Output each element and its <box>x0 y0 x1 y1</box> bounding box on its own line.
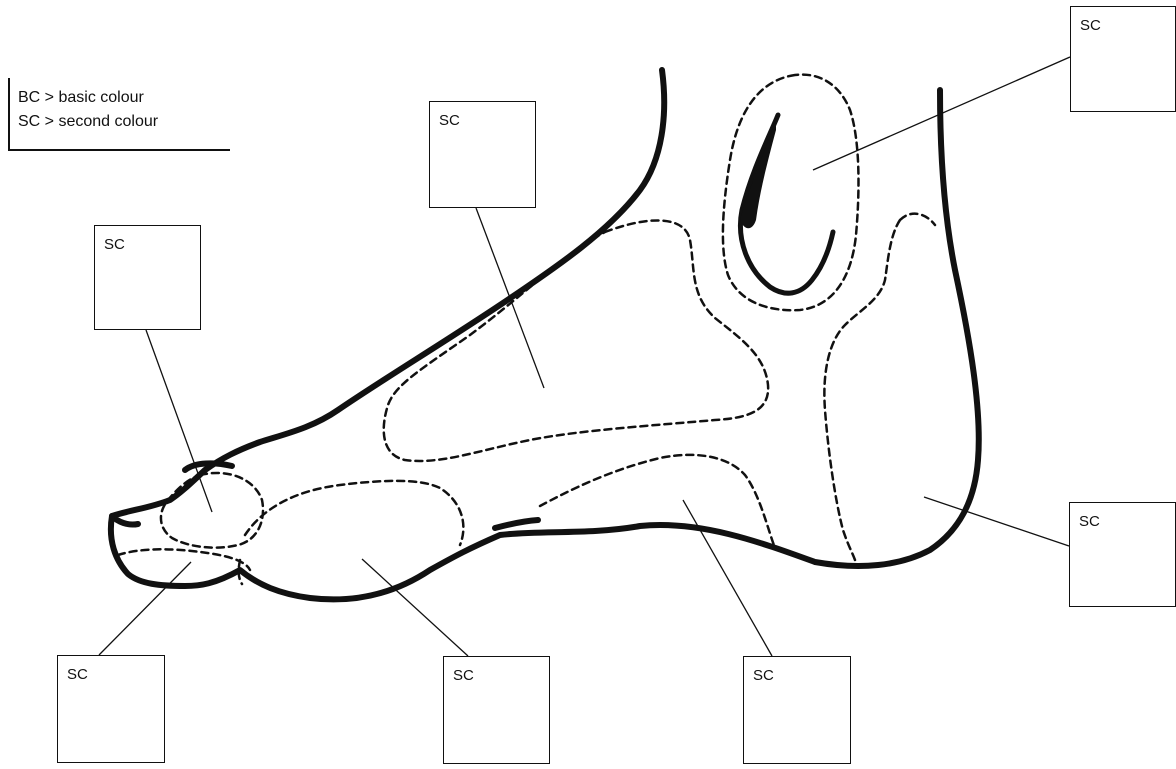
colour-box-toe-tip[interactable]: SC <box>57 655 165 763</box>
foot-ball-crease <box>495 520 538 528</box>
leader-toe-tip <box>99 562 191 655</box>
colour-box-label: SC <box>1079 513 1100 530</box>
colour-box-toe-joint[interactable]: SC <box>94 225 201 330</box>
colour-box-heel[interactable]: SC <box>1069 502 1176 607</box>
region-ankle-outline <box>723 75 859 311</box>
colour-box-label: SC <box>104 236 125 253</box>
ankle-crescent-fill <box>740 118 776 228</box>
legend-second-colour: SC > second colour <box>18 113 158 131</box>
leader-ball <box>362 559 468 656</box>
colour-box-label: SC <box>67 666 88 683</box>
colour-box-ankle[interactable]: SC <box>1070 6 1176 112</box>
legend-underline <box>8 149 230 151</box>
leader-arch <box>683 500 772 656</box>
colour-box-label: SC <box>453 667 474 684</box>
colour-box-label: SC <box>439 112 460 129</box>
foot-sole-outline <box>111 90 979 599</box>
colour-box-label: SC <box>1080 17 1101 34</box>
region-ball-outline <box>245 481 463 545</box>
colour-box-label: SC <box>753 667 774 684</box>
colour-box-ball[interactable]: SC <box>443 656 550 764</box>
leader-toe-joint <box>146 330 212 512</box>
legend-basic-colour: BC > basic colour <box>18 89 144 107</box>
colour-box-arch[interactable]: SC <box>743 656 851 764</box>
colour-box-dorsum[interactable]: SC <box>429 101 536 208</box>
region-heel-outline <box>824 214 935 560</box>
leader-dorsum <box>476 208 544 388</box>
